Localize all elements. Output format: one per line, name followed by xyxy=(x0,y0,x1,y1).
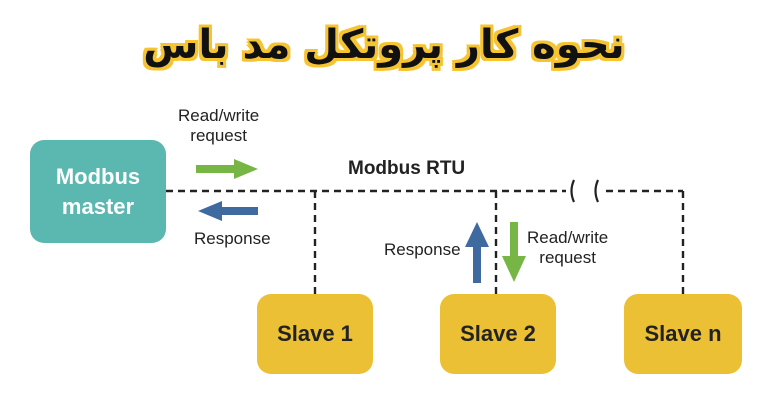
modbus-master-node: Modbus master xyxy=(30,140,166,243)
master-response-label: Response xyxy=(194,229,271,248)
slave2-request-label: Read/write request xyxy=(527,228,609,267)
bus-break-mark xyxy=(570,179,576,203)
slave-n-node: Slave n xyxy=(624,294,742,374)
slave2-response-arrow xyxy=(465,222,489,283)
bus-label: Modbus RTU xyxy=(348,158,466,179)
slave2-request-arrow xyxy=(502,222,526,282)
page-title: نحوه کار پروتکل مد باس xyxy=(143,22,625,68)
bus-break-mark xyxy=(594,179,600,203)
slave2-response-label: Response xyxy=(384,240,461,259)
slave-1-node: Slave 1 xyxy=(257,294,373,374)
response-arrow xyxy=(198,201,258,221)
slave-2-node: Slave 2 xyxy=(440,294,556,374)
master-request-label: Read/write request xyxy=(178,106,260,145)
request-arrow xyxy=(196,159,258,179)
